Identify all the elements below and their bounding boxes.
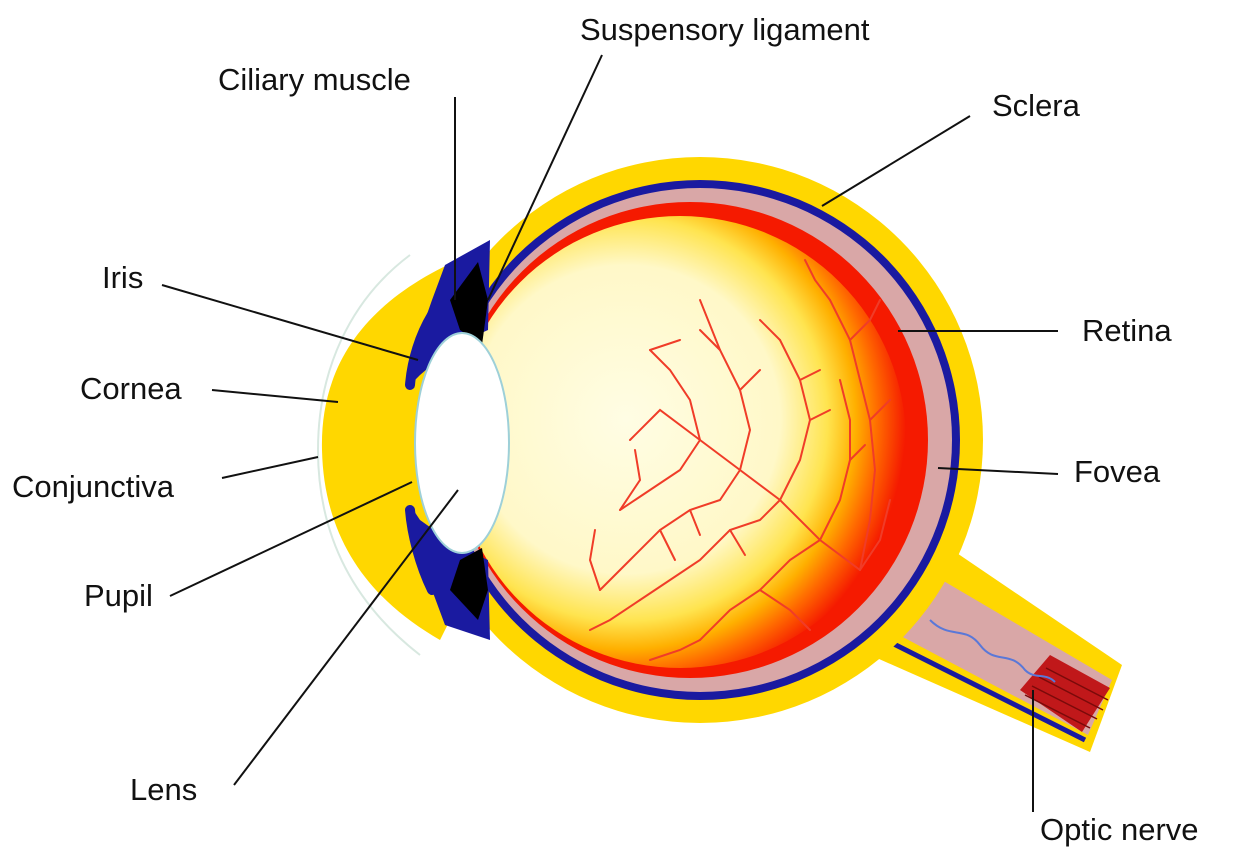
label-lens: Lens xyxy=(130,772,197,807)
label-sclera: Sclera xyxy=(992,88,1081,123)
label-cornea: Cornea xyxy=(80,371,182,406)
leader-cornea xyxy=(212,390,338,402)
label-retina: Retina xyxy=(1082,313,1172,348)
label-fovea: Fovea xyxy=(1074,454,1161,489)
leader-conjunctiva xyxy=(222,457,318,478)
label-iris: Iris xyxy=(102,260,143,295)
label-conjunctiva: Conjunctiva xyxy=(12,469,175,504)
label-ciliary-muscle: Ciliary muscle xyxy=(218,62,411,97)
lens xyxy=(415,333,509,553)
vitreous-body xyxy=(454,216,906,668)
label-optic-nerve: Optic nerve xyxy=(1040,812,1199,847)
label-suspensory-ligament: Suspensory ligament xyxy=(580,12,870,47)
label-pupil: Pupil xyxy=(84,578,153,613)
leader-sclera xyxy=(822,116,970,206)
